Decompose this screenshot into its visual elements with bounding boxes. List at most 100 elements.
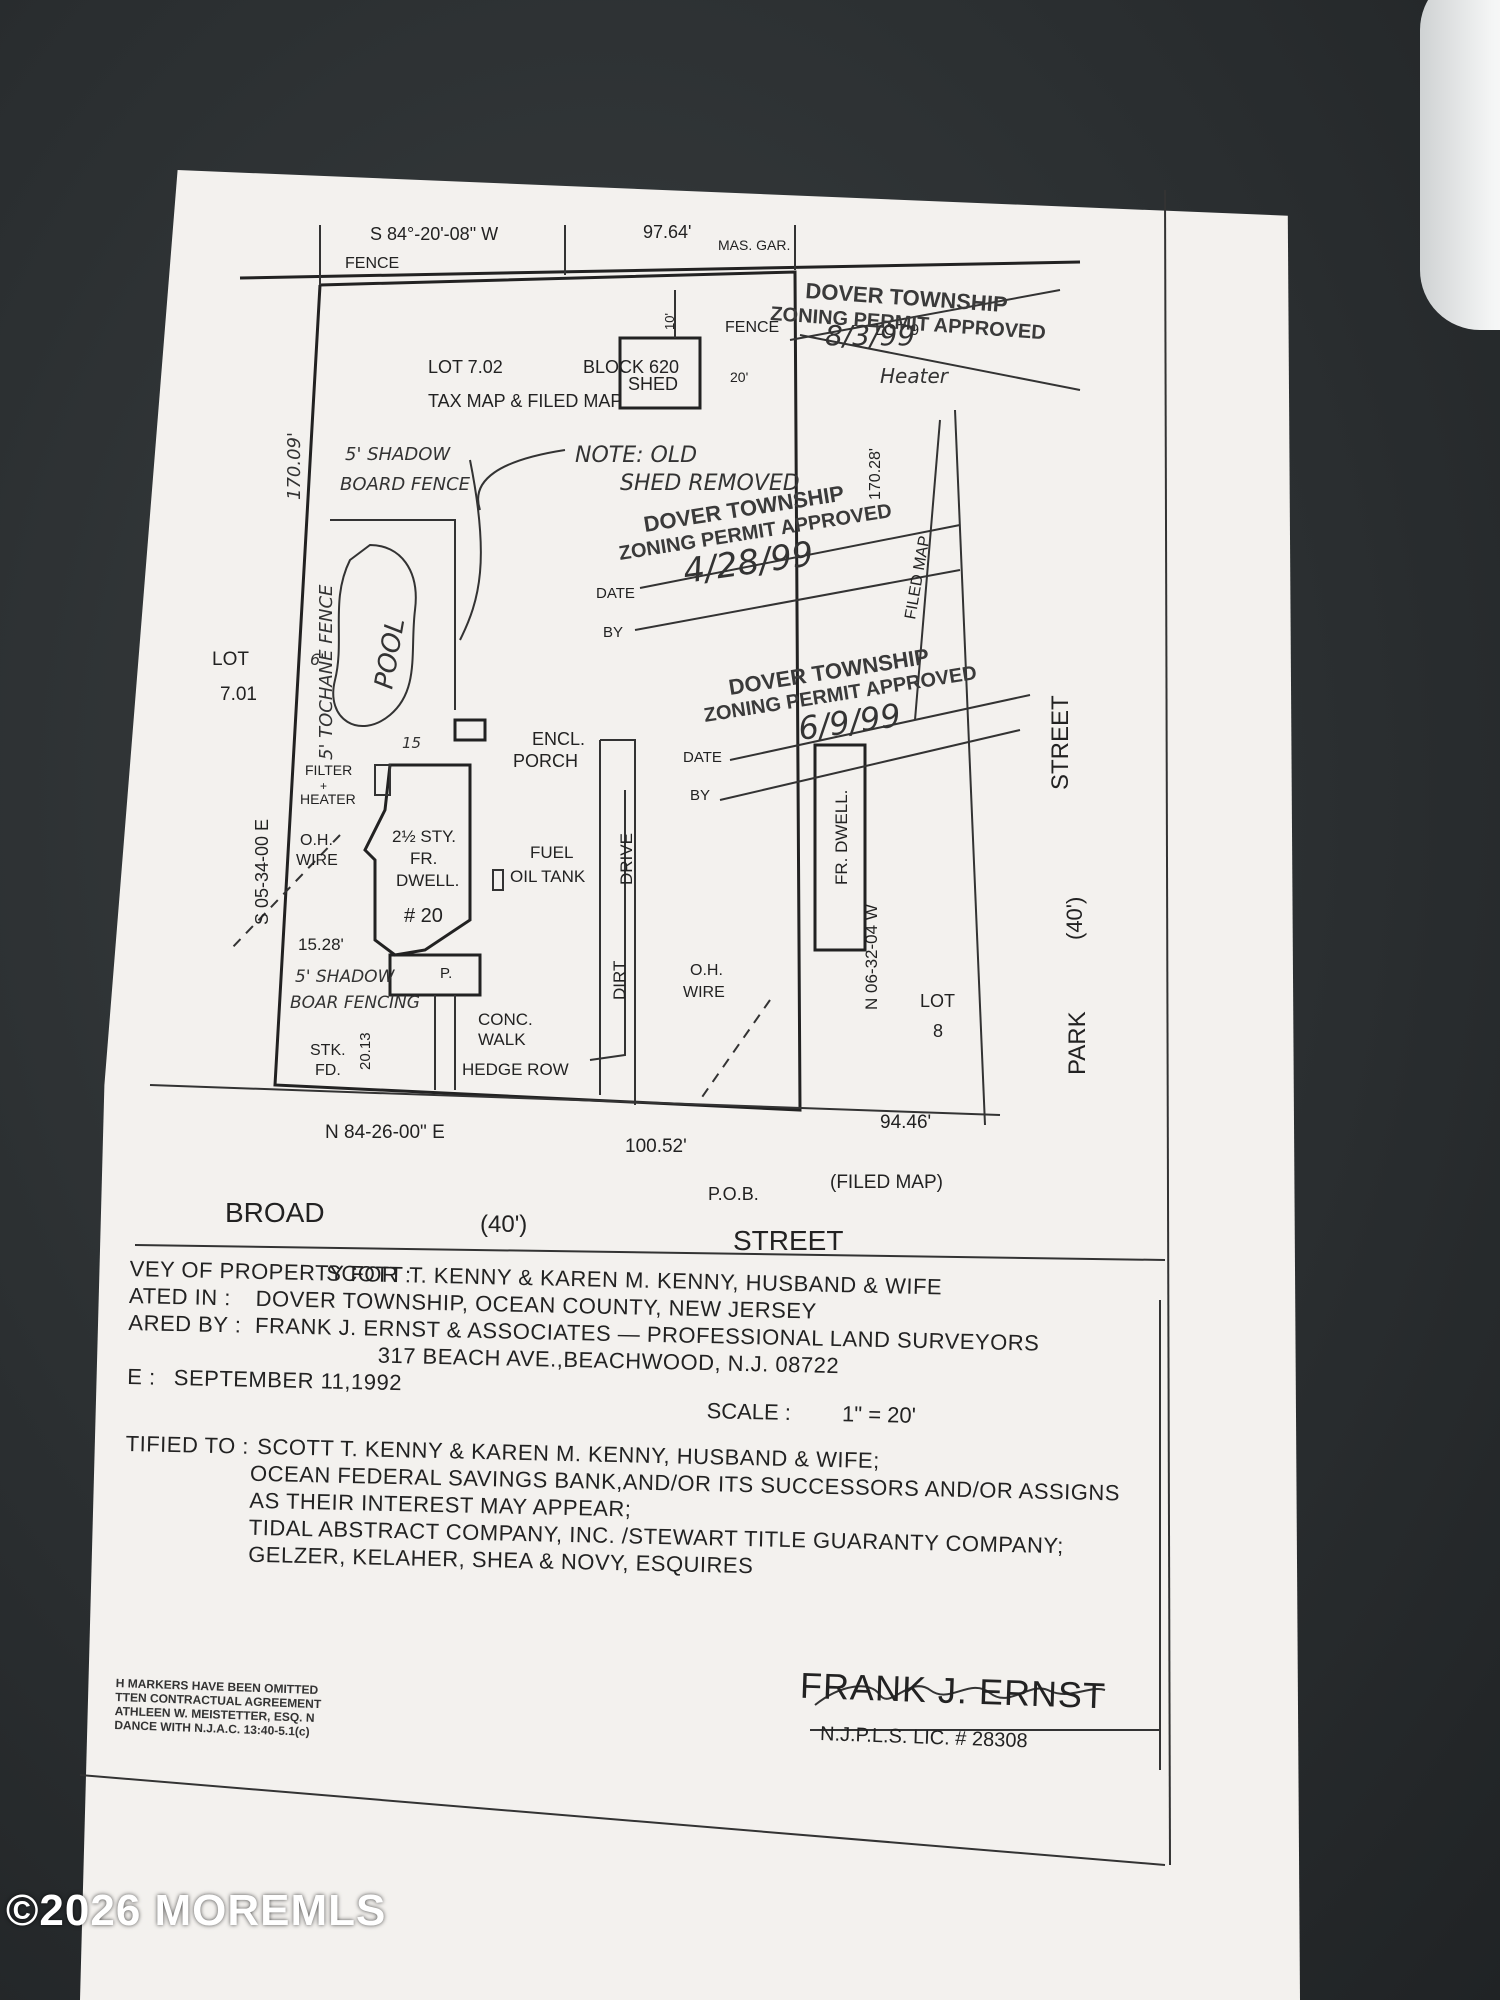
shadow-fencing-2: BOAR FENCING <box>290 993 420 1013</box>
stamp2-date-label: DATE <box>596 585 635 602</box>
oh-wire-left-line <box>229 834 341 951</box>
pool-outline <box>332 543 417 727</box>
filed-map-line <box>914 419 941 721</box>
stamp3-date-label: DATE <box>683 749 722 766</box>
encl-porch-1: ENCL. <box>532 729 585 749</box>
conc-walk-1: CONC. <box>478 1010 533 1029</box>
fuel-tank <box>492 869 504 891</box>
porch <box>388 953 482 997</box>
top-bearing: S 84°-20'-08" W <box>370 224 498 244</box>
stamp3-date-line <box>729 694 1031 761</box>
bottom-distance-2: 94.46' <box>880 1112 931 1133</box>
scale-value: 1" = 20' <box>841 1401 917 1428</box>
mas-gar: MAS. GAR. <box>718 237 790 253</box>
surveyor-name: FRANK J. ERNST <box>799 1664 1107 1717</box>
bottom-bearing: N 84-26-00" E <box>325 1122 445 1143</box>
lot-9: LOT 9 <box>875 322 919 339</box>
hedge-row: HEDGE ROW <box>462 1060 569 1079</box>
filter-heater-3: HEATER <box>300 791 356 807</box>
oh-wire-left-2: WIRE <box>296 852 338 869</box>
shed <box>618 336 702 410</box>
lot-7-01-b: 7.01 <box>220 684 257 705</box>
dwelling-line-2: FR. <box>410 849 437 868</box>
note-arrow <box>477 449 566 511</box>
driveway-right <box>600 739 636 1105</box>
shed-label: SHED <box>628 374 678 394</box>
stamp3-by-label: BY <box>690 787 710 804</box>
stamp1-date-line <box>789 289 1061 341</box>
survey-for-label: VEY OF PROPERTY FOR : <box>129 1255 412 1288</box>
prepared-label: ARED BY : <box>128 1309 242 1338</box>
note-line-1: NOTE: OLD <box>575 443 697 468</box>
date-value: SEPTEMBER 11,1992 <box>173 1365 403 1396</box>
certified-label: TIFIED TO : <box>125 1430 250 1459</box>
filter-heater-1: FILTER <box>305 762 352 778</box>
left-side-distance: 170.09' <box>284 432 305 500</box>
property-boundary <box>273 270 802 1112</box>
shed-side-distance: 20' <box>730 369 748 385</box>
stamp2-by-label: BY <box>603 624 623 641</box>
filed-map-label: (FILED MAP) <box>830 1172 943 1193</box>
filter-heater-pad <box>374 764 391 796</box>
signature-scribble <box>814 1685 1106 1706</box>
park-width: (40') <box>1062 897 1087 940</box>
filed-map-vertical: FILED MAP <box>902 535 933 621</box>
tax-map: TAX MAP & FILED MAP <box>428 391 622 411</box>
pob-label: P.O.B. <box>708 1184 759 1204</box>
title-block-top-rule <box>134 1244 1166 1261</box>
dwelling-number: # 20 <box>404 905 443 927</box>
porch-p: P. <box>440 965 452 982</box>
broad-width: (40') <box>480 1211 527 1238</box>
rear-fence-line <box>239 260 1081 280</box>
conc-walk-2: WALK <box>478 1030 526 1049</box>
signature-block: FRANK J. ERNST N.J.P.L.S. LIC. # 28308 <box>799 1665 1106 1753</box>
dirt-label: DIRT <box>610 961 629 1000</box>
lot-7-01-a: LOT <box>212 649 249 670</box>
shed-distance: 10' <box>662 313 677 330</box>
lot-7-02: LOT 7.02 <box>428 357 503 377</box>
lot-8-a: LOT <box>920 991 955 1011</box>
license-number: 28308 <box>971 1728 1028 1753</box>
stamp3-by-line <box>719 729 1021 801</box>
offset-15: 15 <box>402 734 421 752</box>
bottom-distance-1: 100.52' <box>625 1136 687 1157</box>
oh-wire-right-1: O.H. <box>690 962 723 979</box>
heater-note: Heater <box>880 364 950 388</box>
right-bearing: N 06-32-04 W <box>862 904 881 1010</box>
pool-offset: 6' <box>310 650 325 669</box>
left-bearing: S 05-34-00 E <box>252 819 272 925</box>
lot-8-b: 8 <box>933 1021 943 1041</box>
neighbor-dwelling <box>813 743 867 952</box>
shadow-fence-2: BOARD FENCE <box>340 474 471 495</box>
oh-wire-right-line <box>699 999 771 1101</box>
tochane-fence: 5' TOCHANE FENCE <box>316 584 337 760</box>
fuel-tank-2: OIL TANK <box>510 867 586 886</box>
lot-9-line <box>799 334 1081 391</box>
block-620: BLOCK 620 <box>583 357 679 377</box>
right-side-distance: 170.28' <box>867 448 884 500</box>
stamp2-date-line <box>639 524 961 589</box>
note-line-2: SHED REMOVED <box>620 471 800 496</box>
paper-border-right <box>1164 189 1171 1866</box>
scale-label: SCALE : <box>706 1398 792 1426</box>
stk-fd-2: FD. <box>315 1062 341 1079</box>
situated-label: ATED IN : <box>128 1282 232 1311</box>
dwelling-line-3: DWELL. <box>396 871 459 890</box>
date-label: E : <box>126 1363 156 1390</box>
license-label: N.J.P.L.S. LIC. # <box>819 1723 967 1751</box>
pool-label: POOL <box>369 616 411 691</box>
park-street: STREET <box>1047 695 1074 790</box>
certified-block: TIFIED TO : SCOTT T. KENNY & KAREN M. KE… <box>123 1430 1156 1588</box>
fence-right: FENCE <box>725 319 779 336</box>
top-distance: 97.64' <box>643 222 691 242</box>
neighbor-dwelling-label: FR. DWELL. <box>832 790 851 885</box>
lot-8-divider <box>954 409 986 1126</box>
title-block: VEY OF PROPERTY FOR : SCOTT T. KENNY & K… <box>123 1255 1160 1588</box>
encl-porch-2: PORCH <box>513 751 578 771</box>
house-outline <box>363 763 472 957</box>
markers-omitted-note: H MARKERS HAVE BEEN OMITTED TTEN CONTRAC… <box>114 1676 346 1740</box>
oh-wire-left-1: O.H. <box>300 832 333 849</box>
stamp2-by-line <box>634 569 961 631</box>
oh-wire-right-2: WIRE <box>683 984 725 1001</box>
